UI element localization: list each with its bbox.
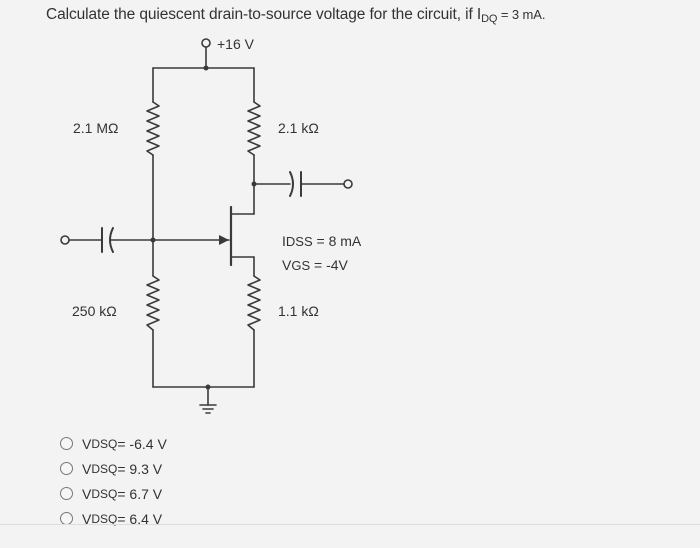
vgs-label: VGS = -4V (282, 257, 348, 273)
question-text: Calculate the quiescent drain-to-source … (46, 6, 546, 25)
resistor-250-kohm (146, 275, 160, 331)
junction-gate (150, 237, 156, 243)
output-terminal (343, 179, 353, 189)
radio-button[interactable] (60, 462, 73, 475)
resistor-label-250-kohm: 250 kΩ (72, 303, 117, 319)
output-capacitor-plate-1 (289, 171, 294, 197)
radio-button[interactable] (60, 437, 73, 450)
junction-top-rail (203, 65, 209, 71)
resistor-1-1-kohm (247, 275, 261, 331)
resistor-2-1-mohm (146, 101, 160, 156)
resistor-2-1-kohm (247, 101, 261, 156)
supply-voltage-label: +16 V (217, 36, 254, 52)
resistor-label-2-1-kohm: 2.1 kΩ (278, 120, 319, 136)
resistor-label-1-1-kohm: 1.1 kΩ (278, 303, 319, 319)
radio-button[interactable] (60, 487, 73, 500)
jfet-gate-arrow (219, 235, 229, 245)
junction-ground (205, 384, 211, 390)
supply-terminal (201, 38, 211, 48)
resistor-label-2-1-mohm: 2.1 MΩ (73, 120, 119, 136)
input-terminal (60, 235, 70, 245)
idss-label: IDSS = 8 mA (282, 233, 362, 249)
divider (0, 524, 700, 525)
junction-drain-output (251, 181, 257, 187)
